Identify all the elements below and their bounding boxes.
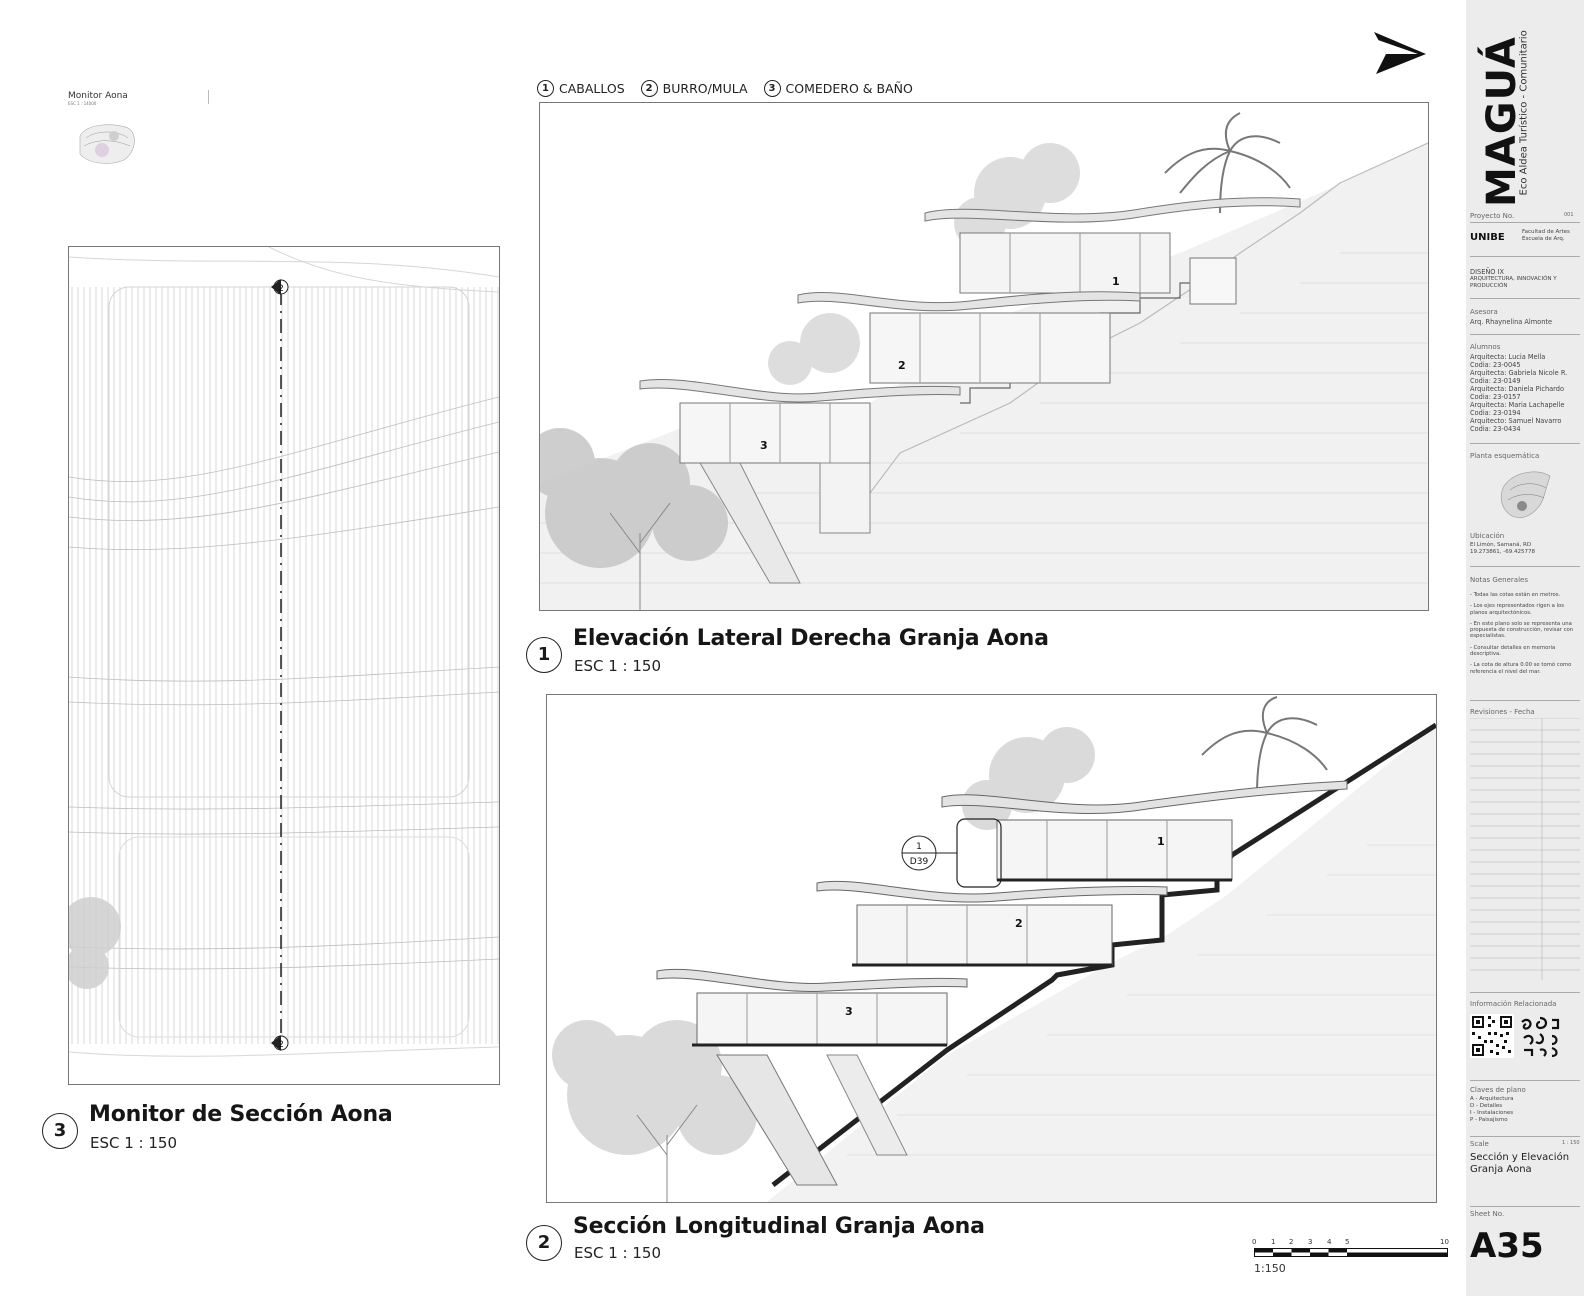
section-label-1: 1 [1157, 835, 1165, 848]
scale-tick-0: 0 [1252, 1238, 1257, 1246]
section-marker-bottom: 2 [278, 1040, 284, 1050]
callout-ref: D39 [910, 857, 929, 867]
section-label-2: 2 [1015, 917, 1023, 930]
scale-tick-3: 3 [1308, 1238, 1313, 1246]
key-item: D - Detalles [1470, 1103, 1503, 1109]
drawing-2-scale: ESC 1 : 150 [574, 1244, 662, 1262]
scale-value: 1 : 150 [1562, 1140, 1580, 1146]
drawing-2-number: 2 [526, 1225, 562, 1261]
legend-num-3: 3 [763, 80, 781, 97]
course-sub: ARQUITECTURA, INNOVACIÓN Y PRODUCCIÓN [1470, 276, 1557, 289]
notes-label: Notas Generales [1470, 576, 1528, 584]
scale-tick-2: 2 [1289, 1238, 1294, 1246]
student-line: Codia: 23-0434 [1470, 425, 1521, 433]
school-text: Facultad de Artes Escuela de Arq. [1522, 229, 1570, 242]
location-label: Ubicación [1470, 532, 1505, 540]
north-arrow-icon [1374, 32, 1426, 74]
monitor-graphic: 2 2 [69, 247, 499, 1057]
header-divider [208, 90, 209, 104]
drawing-1-number: 1 [526, 637, 562, 673]
revisions-label: Revisiones - Fecha [1470, 708, 1535, 716]
student-line: Arquitecta: Gabriela Nicole R. [1470, 369, 1568, 377]
site-plan-thumbnail [1500, 471, 1551, 518]
note-item: - Todas las cotas están en metros. [1470, 592, 1561, 598]
student-line: Codia: 23-0045 [1470, 361, 1521, 369]
project-no-label: Proyecto No. [1470, 212, 1515, 220]
scale-tick-4: 4 [1327, 1238, 1332, 1246]
note-item: - Consultar detalles en memoria descript… [1470, 644, 1556, 658]
location-line-1: El Limón, Samaná, RD [1470, 542, 1532, 548]
scale-bar-label: 1:150 [1254, 1262, 1286, 1275]
note-item: - La cota de altura 0.00 se tomó como re… [1470, 662, 1572, 675]
keys-list: A - Arquitectura D - Detalles I - Instal… [1470, 1096, 1514, 1124]
elevation-label-2: 2 [898, 359, 906, 372]
callout-num: 1 [916, 842, 922, 852]
student-line: Arquitecta: Maria Lachapelle [1470, 401, 1565, 409]
elevation-label-3: 3 [760, 439, 768, 452]
students-list: Arquitecta: Lucia Mella Codia: 23-0045 A… [1470, 353, 1580, 433]
student-line: Arquitecta: Lucia Mella [1470, 353, 1546, 361]
sheet-no-label: Sheet No. [1470, 1210, 1505, 1218]
info-label: Información Relacionada [1470, 1000, 1557, 1008]
legend-num-1: 1 [537, 80, 554, 97]
legend: 1 CABALLOS 2 BURRO/MULA 3 COMEDERO & BAÑO [537, 80, 925, 97]
section-label-3: 3 [845, 1005, 853, 1018]
location-line-2: 19.273861, -69.425778 [1470, 549, 1535, 555]
pattern-logo-icon [1518, 1014, 1562, 1058]
student-line: Codia: 23-0194 [1470, 409, 1521, 417]
project-no: 001 [1564, 212, 1574, 218]
sheet-number: A35 [1470, 1226, 1544, 1266]
scale-tick-1: 1 [1271, 1238, 1276, 1246]
scale-label: Scale [1470, 1140, 1489, 1148]
elevation-label-1: 1 [1112, 275, 1120, 288]
legend-label-3: COMEDERO & BAÑO [785, 81, 913, 96]
scale-bar: 0 1 2 3 4 5 10 1:150 [1252, 1238, 1454, 1280]
qr-code-icon [1470, 1014, 1514, 1058]
drawing-1-scale: ESC 1 : 150 [574, 657, 662, 675]
notes-list: - Todas las cotas están en metros. - Los… [1470, 592, 1574, 675]
school-logo: UNIBE [1470, 232, 1505, 243]
plan-label: Planta esquemática [1470, 452, 1540, 460]
section-marker-top: 2 [278, 284, 284, 294]
monitor-small-scale: ESC 1 : 14000 [68, 101, 97, 106]
drawing-3-title: Monitor de Sección Aona [89, 1102, 393, 1127]
legend-label-2: BURRO/MULA [662, 81, 748, 96]
keys-label: Claves de plano [1470, 1086, 1526, 1094]
brand-subtitle: Eco Aldea Turístico - Comunitario [1518, 30, 1530, 196]
monitor-drawing: 2 2 [68, 246, 500, 1085]
key-item: A - Arquitectura [1470, 1096, 1514, 1102]
drawing-1-title: Elevación Lateral Derecha Granja Aona [573, 626, 1049, 651]
revisions-table [1470, 718, 1580, 980]
course-title: DISEÑO IX [1470, 268, 1505, 276]
section-drawing: 1 D39 1 2 3 [546, 694, 1437, 1203]
monitor-thumbnail [79, 124, 135, 164]
scale-tick-5: 5 [1345, 1238, 1350, 1246]
advisor-name: Arq. Rhaynelina Almonte [1470, 318, 1553, 326]
key-item: I - Instalaciones [1470, 1110, 1514, 1116]
section-graphic: 1 D39 1 2 3 [552, 696, 1436, 1202]
sheet-title: Sección y Elevación Granja Aona [1470, 1152, 1570, 1175]
drawing-3-scale: ESC 1 : 150 [90, 1134, 178, 1152]
scale-tick-10: 10 [1440, 1238, 1449, 1246]
elevation-graphic: 1 2 3 [540, 112, 1428, 610]
legend-label-1: CABALLOS [559, 81, 625, 96]
note-item: - En este plano solo se representa una p… [1470, 620, 1574, 640]
student-line: Arquitecto: Samuel Navarro [1470, 417, 1562, 425]
title-block: MAGUÁ Eco Aldea Turístico - Comunitario … [1466, 0, 1584, 1296]
student-line: Arquitecta: Daniela Pichardo [1470, 385, 1564, 393]
advisor-label: Asesora [1470, 308, 1498, 316]
legend-num-2: 2 [640, 80, 658, 97]
student-line: Codia: 23-0157 [1470, 393, 1521, 401]
drawing-2-title: Sección Longitudinal Granja Aona [573, 1214, 985, 1239]
students-label: Alumnos [1470, 343, 1501, 351]
key-item: P - Paisajismo [1470, 1117, 1508, 1123]
student-line: Codia: 23-0149 [1470, 377, 1521, 385]
note-item: - Los ejes representados rigen a los pla… [1470, 603, 1565, 616]
drawing-3-number: 3 [42, 1113, 78, 1149]
elevation-drawing: 1 2 3 [539, 102, 1429, 611]
monitor-small-title: Monitor Aona [68, 91, 128, 101]
